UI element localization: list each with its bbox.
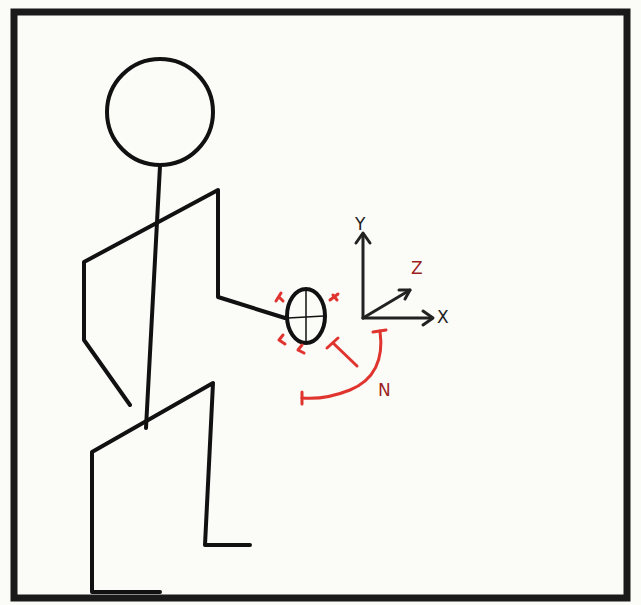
axis-label: Z bbox=[411, 260, 423, 277]
held-object bbox=[287, 289, 325, 343]
stick-figure bbox=[84, 59, 285, 592]
axis-label: X bbox=[437, 309, 449, 326]
frame bbox=[14, 12, 627, 598]
axes bbox=[356, 233, 433, 325]
rotation-marks bbox=[276, 293, 386, 404]
axis-label: Y bbox=[355, 216, 365, 233]
rotation-label: N bbox=[378, 382, 391, 399]
